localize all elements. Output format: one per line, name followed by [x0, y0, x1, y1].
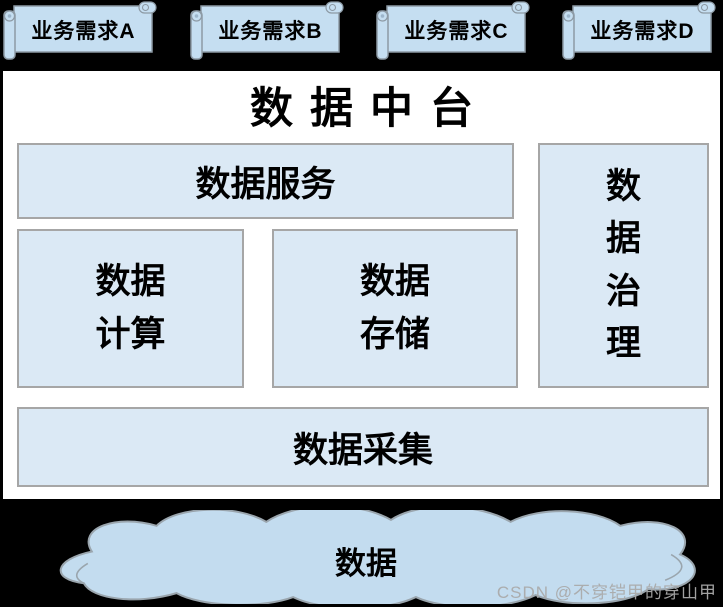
watermark: CSDN @不穿铠甲的穿山甲 — [496, 583, 717, 602]
box-data-services: 数据服务 — [17, 143, 514, 219]
scroll-shape-icon — [190, 1, 344, 60]
banner-business-requirement-a: 业务需求A — [1, 1, 162, 61]
box-data-collection: 数据采集 — [17, 407, 709, 487]
data-platform-panel: 数据中台 数据服务 数据计算 数据存储 数据治理 数据采集 — [1, 69, 722, 501]
scroll-shape-icon — [562, 1, 716, 60]
cloud-shape-icon — [59, 510, 696, 604]
data-cloud: 数据 — [22, 510, 710, 604]
box-data-computing: 数据计算 — [17, 229, 244, 388]
box-label: 数据采集 — [292, 430, 433, 470]
banner-label: 业务需求D — [590, 19, 695, 43]
box-label: 数据计算 — [95, 262, 166, 354]
box-data-storage: 数据存储 — [272, 229, 518, 388]
box-label: 数据治理 — [605, 166, 641, 364]
banner-label: 业务需求A — [31, 19, 136, 43]
banner-business-requirement-c: 业务需求C — [374, 1, 535, 61]
platform-title: 数据中台 — [250, 86, 490, 133]
box-label: 数据存储 — [359, 262, 430, 354]
banner-business-requirement-b: 业务需求B — [188, 1, 349, 61]
box-data-governance: 数据治理 — [538, 143, 709, 388]
box-label: 数据服务 — [195, 164, 336, 204]
banner-label: 业务需求B — [218, 19, 323, 43]
banner-label: 业务需求C — [404, 19, 509, 43]
scroll-shape-icon — [376, 1, 530, 60]
banner-business-requirement-d: 业务需求D — [560, 1, 721, 61]
cloud-label: 数据 — [335, 546, 397, 581]
scroll-shape-icon — [3, 1, 157, 60]
